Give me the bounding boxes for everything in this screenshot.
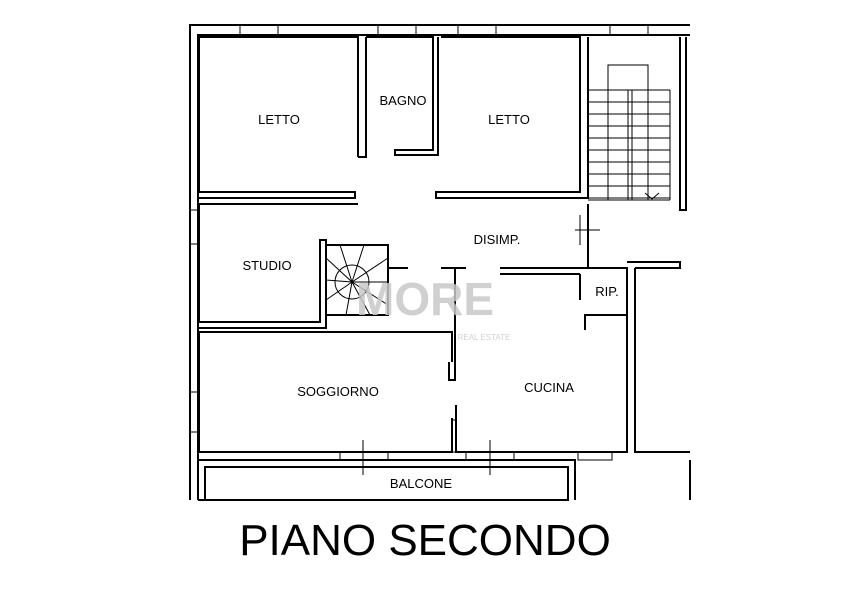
room-label-letto-1: LETTO bbox=[258, 112, 300, 127]
window bbox=[457, 24, 497, 36]
spiral-staircase bbox=[325, 244, 389, 316]
window bbox=[189, 391, 199, 433]
window bbox=[239, 24, 279, 36]
walls bbox=[189, 24, 691, 501]
room-label-studio: STUDIO bbox=[242, 258, 291, 273]
room-label-cucina: CUCINA bbox=[524, 380, 574, 395]
watermark-brand: MORE bbox=[356, 273, 494, 325]
watermark-tagline: REAL ESTATE bbox=[458, 333, 511, 342]
stair-tread bbox=[644, 192, 660, 200]
watermark-logo: MORE REAL ESTATE bbox=[356, 273, 510, 342]
room-label-disimpegno: DISIMP. bbox=[474, 232, 521, 247]
room-label-balcone: BALCONE bbox=[390, 476, 452, 491]
stair-tread bbox=[588, 90, 671, 201]
room-label-letto-2: LETTO bbox=[488, 112, 530, 127]
room-label-soggiorno: SOGGIORNO bbox=[297, 384, 379, 399]
room-label-bagno: BAGNO bbox=[380, 93, 427, 108]
staircase bbox=[588, 89, 671, 201]
window bbox=[189, 209, 199, 245]
room-label-ripostiglio: RIP. bbox=[595, 284, 619, 299]
window bbox=[609, 24, 649, 36]
window bbox=[377, 24, 417, 36]
plan-title: PIANO SECONDO bbox=[239, 516, 611, 565]
